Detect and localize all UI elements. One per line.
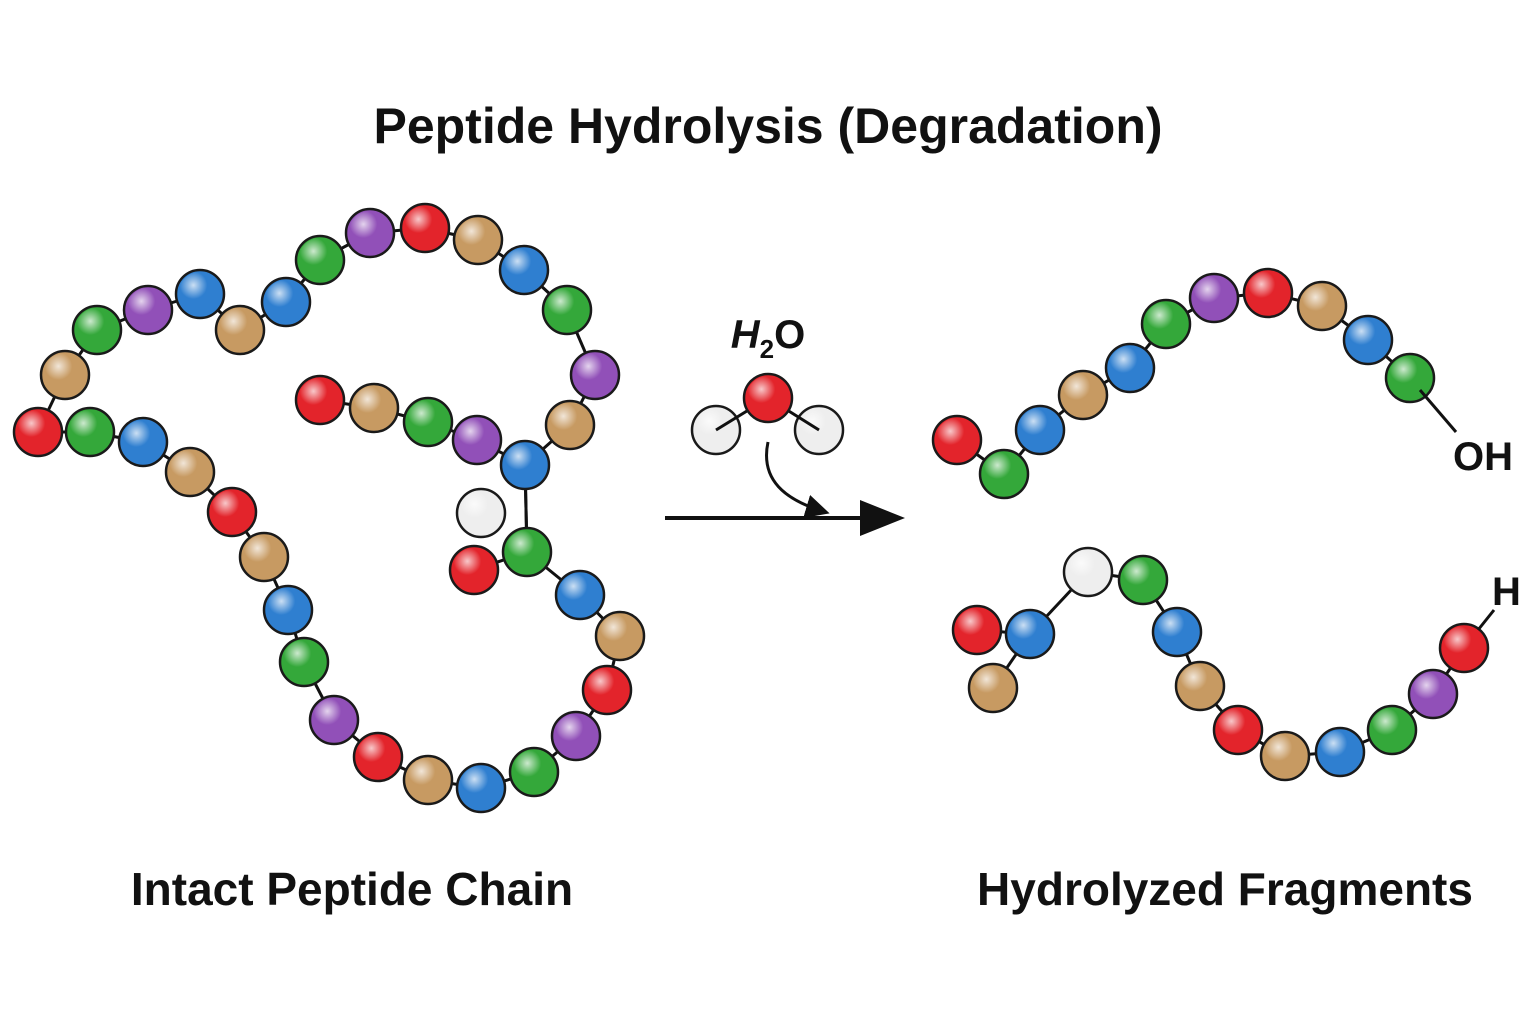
intact-chain-residue-green: [501, 526, 553, 578]
water-o: O: [774, 313, 805, 357]
water-subscript: 2: [760, 334, 774, 364]
intact-peptide-chain: [12, 202, 646, 814]
fragment-top-residue-green: [1384, 352, 1436, 404]
intact-chain-residue-green: [294, 234, 346, 286]
intact-chain-residue-tan: [348, 382, 400, 434]
intact-chain-residue-red: [206, 486, 258, 538]
intact-chain-residue-tan: [594, 610, 646, 662]
reaction-arrow: [665, 500, 905, 536]
intact-chain-residue-red: [399, 202, 451, 254]
fragment-bottom-residue-tan: [967, 662, 1019, 714]
fragment-top-residue-green: [978, 448, 1030, 500]
fragment-bottom-residue-tan: [1174, 660, 1226, 712]
intact-chain-residue-tan: [164, 446, 216, 498]
intact-chain-residue-tan: [214, 304, 266, 356]
water-h: H: [731, 313, 761, 357]
water-oxygen-atom: [742, 372, 794, 424]
intact-chain-residue-red: [448, 544, 500, 596]
intact-chain-residue-green: [71, 304, 123, 356]
fragment-bottom-residue-green: [1366, 704, 1418, 756]
fragment-bottom-residue-green: [1117, 554, 1169, 606]
water-formula: H2O: [731, 313, 805, 364]
intact-chain-residue-purple: [308, 694, 360, 746]
intact-chain-residue-blue: [554, 569, 606, 621]
fragment-top-residues: [931, 267, 1436, 500]
intact-chain-residue-tan: [544, 399, 596, 451]
intact-chain-residue-red: [294, 374, 346, 426]
fragment-top-residue-blue: [1342, 314, 1394, 366]
intact-chain-residue-blue: [174, 268, 226, 320]
intact-chain-label: Intact Peptide Chain: [131, 863, 573, 915]
hydroxyl-end-label: OH: [1453, 435, 1513, 479]
hydroxyl-bond: [1418, 389, 1458, 433]
water-curved-arrow: [765, 441, 830, 518]
fragment-bottom-residue-red: [951, 604, 1003, 656]
intact-chain-residue-red: [12, 406, 64, 458]
fragment-top: OH: [931, 267, 1513, 500]
hydrogen-end-label: H: [1492, 570, 1521, 614]
intact-chain-residue-red: [352, 731, 404, 783]
intact-chain-residue-tan: [39, 349, 91, 401]
intact-chain-residue-green: [541, 284, 593, 336]
intact-chain-residues: [12, 202, 646, 814]
intact-chain-residue-green: [278, 636, 330, 688]
intact-chain-residue-red: [581, 664, 633, 716]
fragment-top-residue-red: [1242, 267, 1294, 319]
intact-chain-residue-green: [64, 406, 116, 458]
fragment-bottom-residue-blue: [1004, 608, 1056, 660]
fragment-bottom-residue-purple: [1407, 668, 1459, 720]
intact-chain-residue-blue: [260, 276, 312, 328]
diagram-title: Peptide Hydrolysis (Degradation): [373, 98, 1162, 154]
intact-chain-residue-green: [508, 746, 560, 798]
intact-chain-residue-tan: [238, 531, 290, 583]
intact-chain-residue-green: [402, 396, 454, 448]
fragment-bottom-residue-blue: [1314, 726, 1366, 778]
intact-chain-residue-blue: [499, 439, 551, 491]
intact-chain-residue-purple: [122, 284, 174, 336]
fragment-bottom-residue-tan: [1259, 730, 1311, 782]
intact-chain-residue-purple: [344, 207, 396, 259]
intact-chain-residue-purple: [569, 349, 621, 401]
intact-chain-residue-blue: [262, 584, 314, 636]
intact-chain-residue-blue: [117, 416, 169, 468]
intact-chain-residue-purple: [451, 414, 503, 466]
water-molecule: H2O: [690, 313, 845, 518]
fragment-bottom-residue-red: [1212, 704, 1264, 756]
intact-chain-residue-purple: [550, 710, 602, 762]
fragment-top-residue-red: [931, 414, 983, 466]
fragment-top-residue-blue: [1014, 404, 1066, 456]
fragment-top-residue-blue: [1104, 342, 1156, 394]
reaction-arrow-head: [860, 500, 905, 536]
fragment-bottom-residue-white: [1062, 546, 1114, 598]
fragment-top-residue-tan: [1057, 369, 1109, 421]
fragment-top-residue-purple: [1188, 272, 1240, 324]
fragment-top-residue-tan: [1296, 280, 1348, 332]
fragments-label: Hydrolyzed Fragments: [977, 863, 1473, 915]
hydrogen-bond: [1476, 609, 1496, 631]
intact-chain-residue-blue: [498, 244, 550, 296]
intact-chain-residue-tan: [402, 754, 454, 806]
intact-chain-residue-tan: [452, 214, 504, 266]
water-atoms: [690, 372, 845, 456]
fragment-bottom-residue-red: [1438, 622, 1490, 674]
fragment-bottom: H: [951, 546, 1521, 782]
fragment-bottom-residues: [951, 546, 1490, 782]
fragment-bottom-residue-blue: [1151, 606, 1203, 658]
intact-chain-residue-white: [455, 487, 507, 539]
intact-chain-residue-blue: [455, 762, 507, 814]
fragment-top-residue-green: [1140, 298, 1192, 350]
